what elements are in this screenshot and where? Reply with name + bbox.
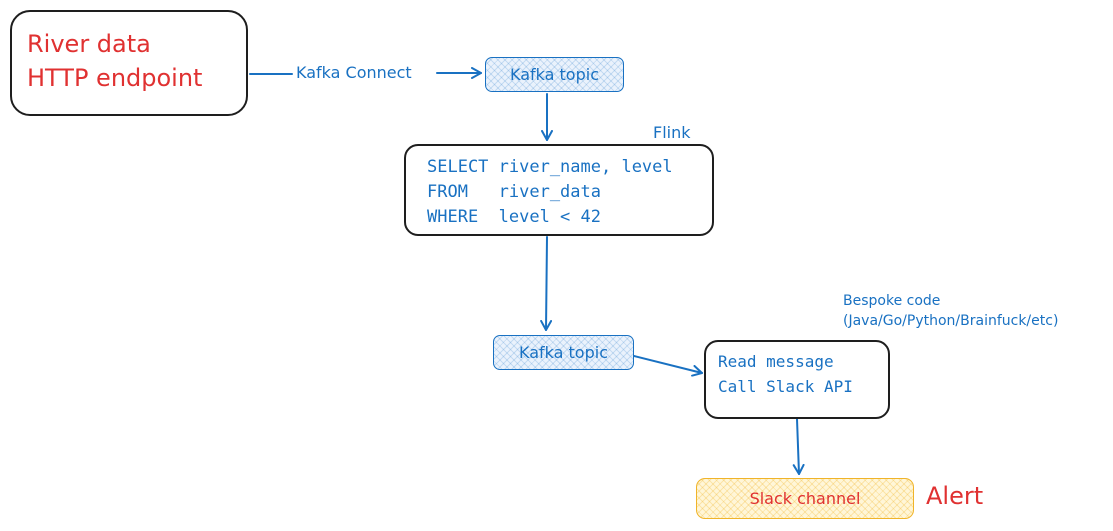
bespoke-code-subtitle: (Java/Go/Python/Brainfuck/etc) xyxy=(843,313,1059,329)
alert-label: Alert xyxy=(926,482,984,510)
kafka-topic-output: Kafka topic xyxy=(493,335,634,370)
slack-channel-box: Slack channel xyxy=(696,478,914,519)
bespoke-code-title: Bespoke code xyxy=(843,293,941,309)
source-box: River data HTTP endpoint xyxy=(10,10,248,116)
sql-line-2: FROM river_data xyxy=(427,182,601,202)
bespoke-line-2: Call Slack API xyxy=(718,377,853,396)
source-title-line1: River data xyxy=(27,30,151,58)
sql-line-1: SELECT river_name, level xyxy=(427,157,673,177)
bespoke-code-box: Read message Call Slack API xyxy=(704,340,890,419)
bespoke-line-1: Read message xyxy=(718,352,834,371)
arrow-flink-to-topic xyxy=(540,236,553,331)
source-title-line2: HTTP endpoint xyxy=(27,64,203,92)
arrow-topic-to-bespoke xyxy=(633,355,703,377)
kafka-topic-output-label: Kafka topic xyxy=(519,343,608,362)
kafka-topic-input-label: Kafka topic xyxy=(510,65,599,84)
kafka-topic-input: Kafka topic xyxy=(485,57,624,92)
flink-query-box: SELECT river_name, level FROM river_data… xyxy=(404,144,714,236)
sql-line-3: WHERE level < 42 xyxy=(427,207,601,227)
flink-label: Flink xyxy=(653,123,691,142)
arrow-bespoke-to-slack xyxy=(792,418,805,475)
kafka-connect-label: Kafka Connect xyxy=(296,63,412,82)
slack-channel-label: Slack channel xyxy=(749,489,861,508)
